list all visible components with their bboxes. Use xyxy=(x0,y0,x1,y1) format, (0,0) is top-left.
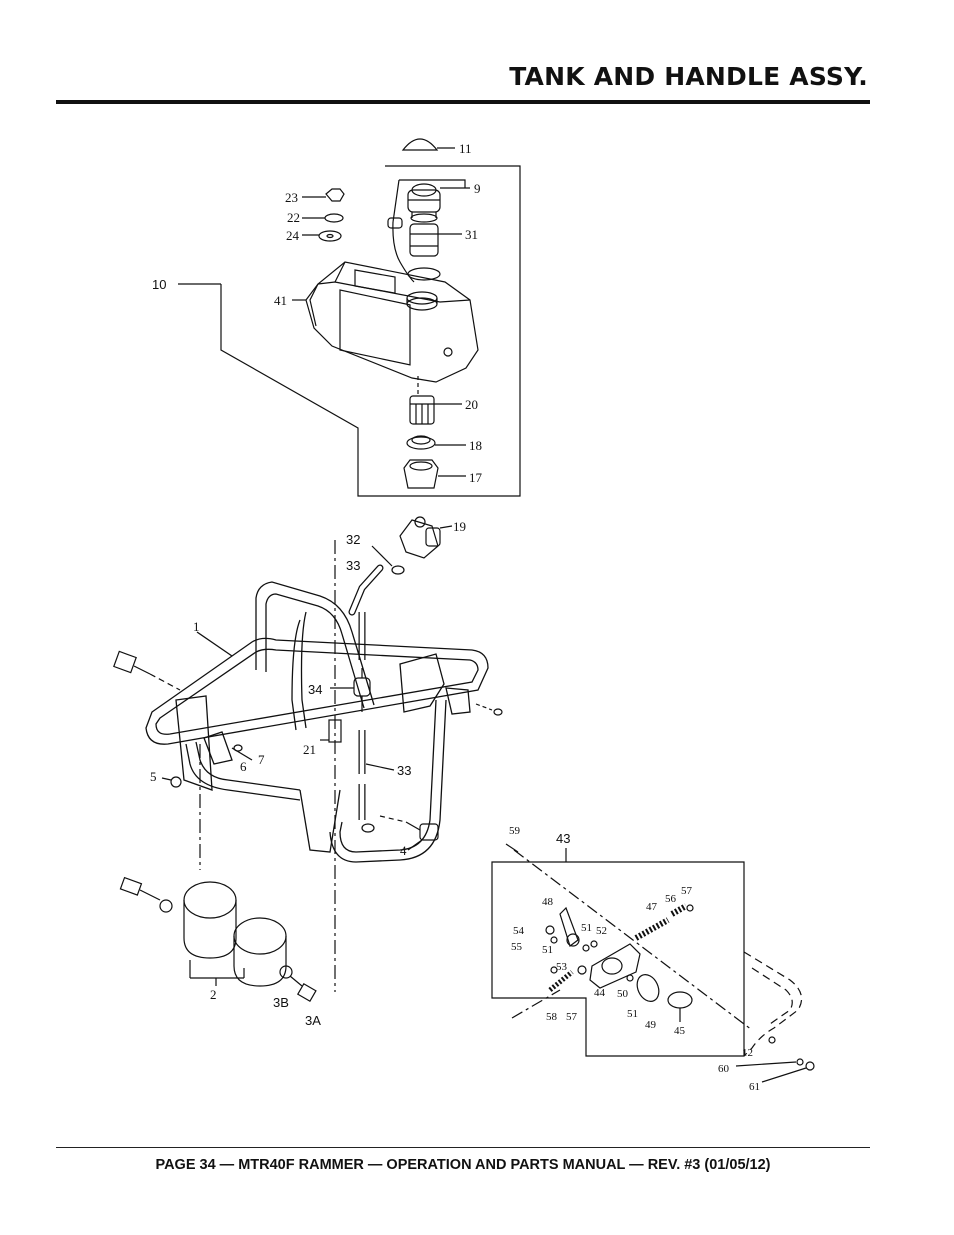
fuel-cap-part xyxy=(407,189,441,213)
side-bolt-part xyxy=(419,823,439,841)
fuel-tank-part xyxy=(305,261,479,383)
callout-57-top: 57 xyxy=(681,885,693,897)
nut-part xyxy=(325,188,345,202)
callout-2: 2 xyxy=(210,987,217,1002)
tank-bracket-outline xyxy=(220,165,521,497)
callout-55: 55 xyxy=(511,941,523,953)
callout-24: 24 xyxy=(286,228,300,243)
callout-50: 50 xyxy=(617,988,629,1000)
outlet-nut-part xyxy=(403,459,439,489)
callout-52: 52 xyxy=(596,925,607,937)
frame-bolt-part xyxy=(113,650,137,674)
callout-9: 9 xyxy=(474,181,481,196)
handle-frame-group xyxy=(145,581,489,863)
callout-51-left: 51 xyxy=(542,944,553,956)
callout-48: 48 xyxy=(542,896,554,908)
page-footer: PAGE 34 — MTR40F RAMMER — OPERATION AND … xyxy=(155,1157,771,1173)
callout-57-bottom: 57 xyxy=(566,1011,578,1023)
page-title: TANK AND HANDLE ASSY. xyxy=(509,62,868,91)
callout-23: 23 xyxy=(285,190,298,205)
callout-17: 17 xyxy=(469,470,483,485)
callout-51-mid: 51 xyxy=(581,922,592,934)
callout-7: 7 xyxy=(258,752,265,767)
callout-31: 31 xyxy=(465,227,478,242)
callout-61: 61 xyxy=(749,1081,760,1093)
shock-mount-part xyxy=(183,881,237,919)
throttle-assembly-group xyxy=(491,843,815,1083)
mounts-group xyxy=(113,650,503,1003)
callout-32: 32 xyxy=(346,532,360,547)
throttle-spring-part xyxy=(634,917,670,941)
adjust-screw-part xyxy=(548,970,574,992)
callout-3B: 3B xyxy=(273,995,289,1010)
fuel-line-group xyxy=(320,516,453,992)
callout-22: 22 xyxy=(287,210,300,225)
callout-45: 45 xyxy=(674,1025,686,1037)
callout-43: 43 xyxy=(556,831,570,846)
callout-33-upper: 33 xyxy=(346,558,360,573)
callout-3A: 3A xyxy=(305,1013,321,1028)
callout-41: 41 xyxy=(274,293,287,308)
callout-20: 20 xyxy=(465,397,478,412)
footer-rule xyxy=(56,1147,870,1148)
callout-59: 59 xyxy=(509,825,521,837)
fuel-cock-part xyxy=(399,519,439,559)
callout-58: 58 xyxy=(546,1011,558,1023)
callout-33-lower: 33 xyxy=(397,763,411,778)
callout-53: 53 xyxy=(556,961,568,973)
throttle-lever-part xyxy=(559,906,579,947)
o-ring-part xyxy=(636,974,660,1002)
hose-fitting-part xyxy=(328,719,342,743)
fuel-strainer-part xyxy=(409,223,439,257)
outlet-gasket-part xyxy=(406,436,436,450)
mount-bolt-part xyxy=(296,982,317,1003)
callout-6: 6 xyxy=(240,759,247,774)
tank-assembly-group xyxy=(178,138,521,497)
callout-4: 4 xyxy=(400,843,407,858)
callout-5: 5 xyxy=(150,769,157,784)
callout-34: 34 xyxy=(308,682,322,697)
callout-labels: 11 9 23 22 24 31 10 41 20 18 17 19 32 33… xyxy=(150,141,760,1093)
handle-tube-part xyxy=(255,581,375,706)
callout-12: 12 xyxy=(742,1047,753,1059)
washer-part xyxy=(318,230,342,242)
callout-11: 11 xyxy=(459,141,472,156)
throttle-bracket-outline xyxy=(491,861,745,1057)
callout-44: 44 xyxy=(594,987,606,999)
callout-19: 19 xyxy=(453,519,466,534)
throttle-housing-part xyxy=(589,943,641,989)
callout-49: 49 xyxy=(645,1019,657,1031)
callout-47: 47 xyxy=(646,901,658,913)
callout-54: 54 xyxy=(513,925,525,937)
vent-cap-part xyxy=(401,138,439,151)
callout-1: 1 xyxy=(193,619,200,634)
header-rule xyxy=(56,100,870,104)
callout-60: 60 xyxy=(718,1063,730,1075)
mounting-plate-part xyxy=(175,695,213,791)
callout-10: 10 xyxy=(152,277,166,292)
callout-21: 21 xyxy=(303,742,316,757)
callout-18: 18 xyxy=(469,438,482,453)
throttle-knob-part xyxy=(667,991,693,1009)
callout-51-right: 51 xyxy=(627,1008,638,1020)
lock-washer-part xyxy=(324,213,344,223)
callout-56: 56 xyxy=(665,893,677,905)
